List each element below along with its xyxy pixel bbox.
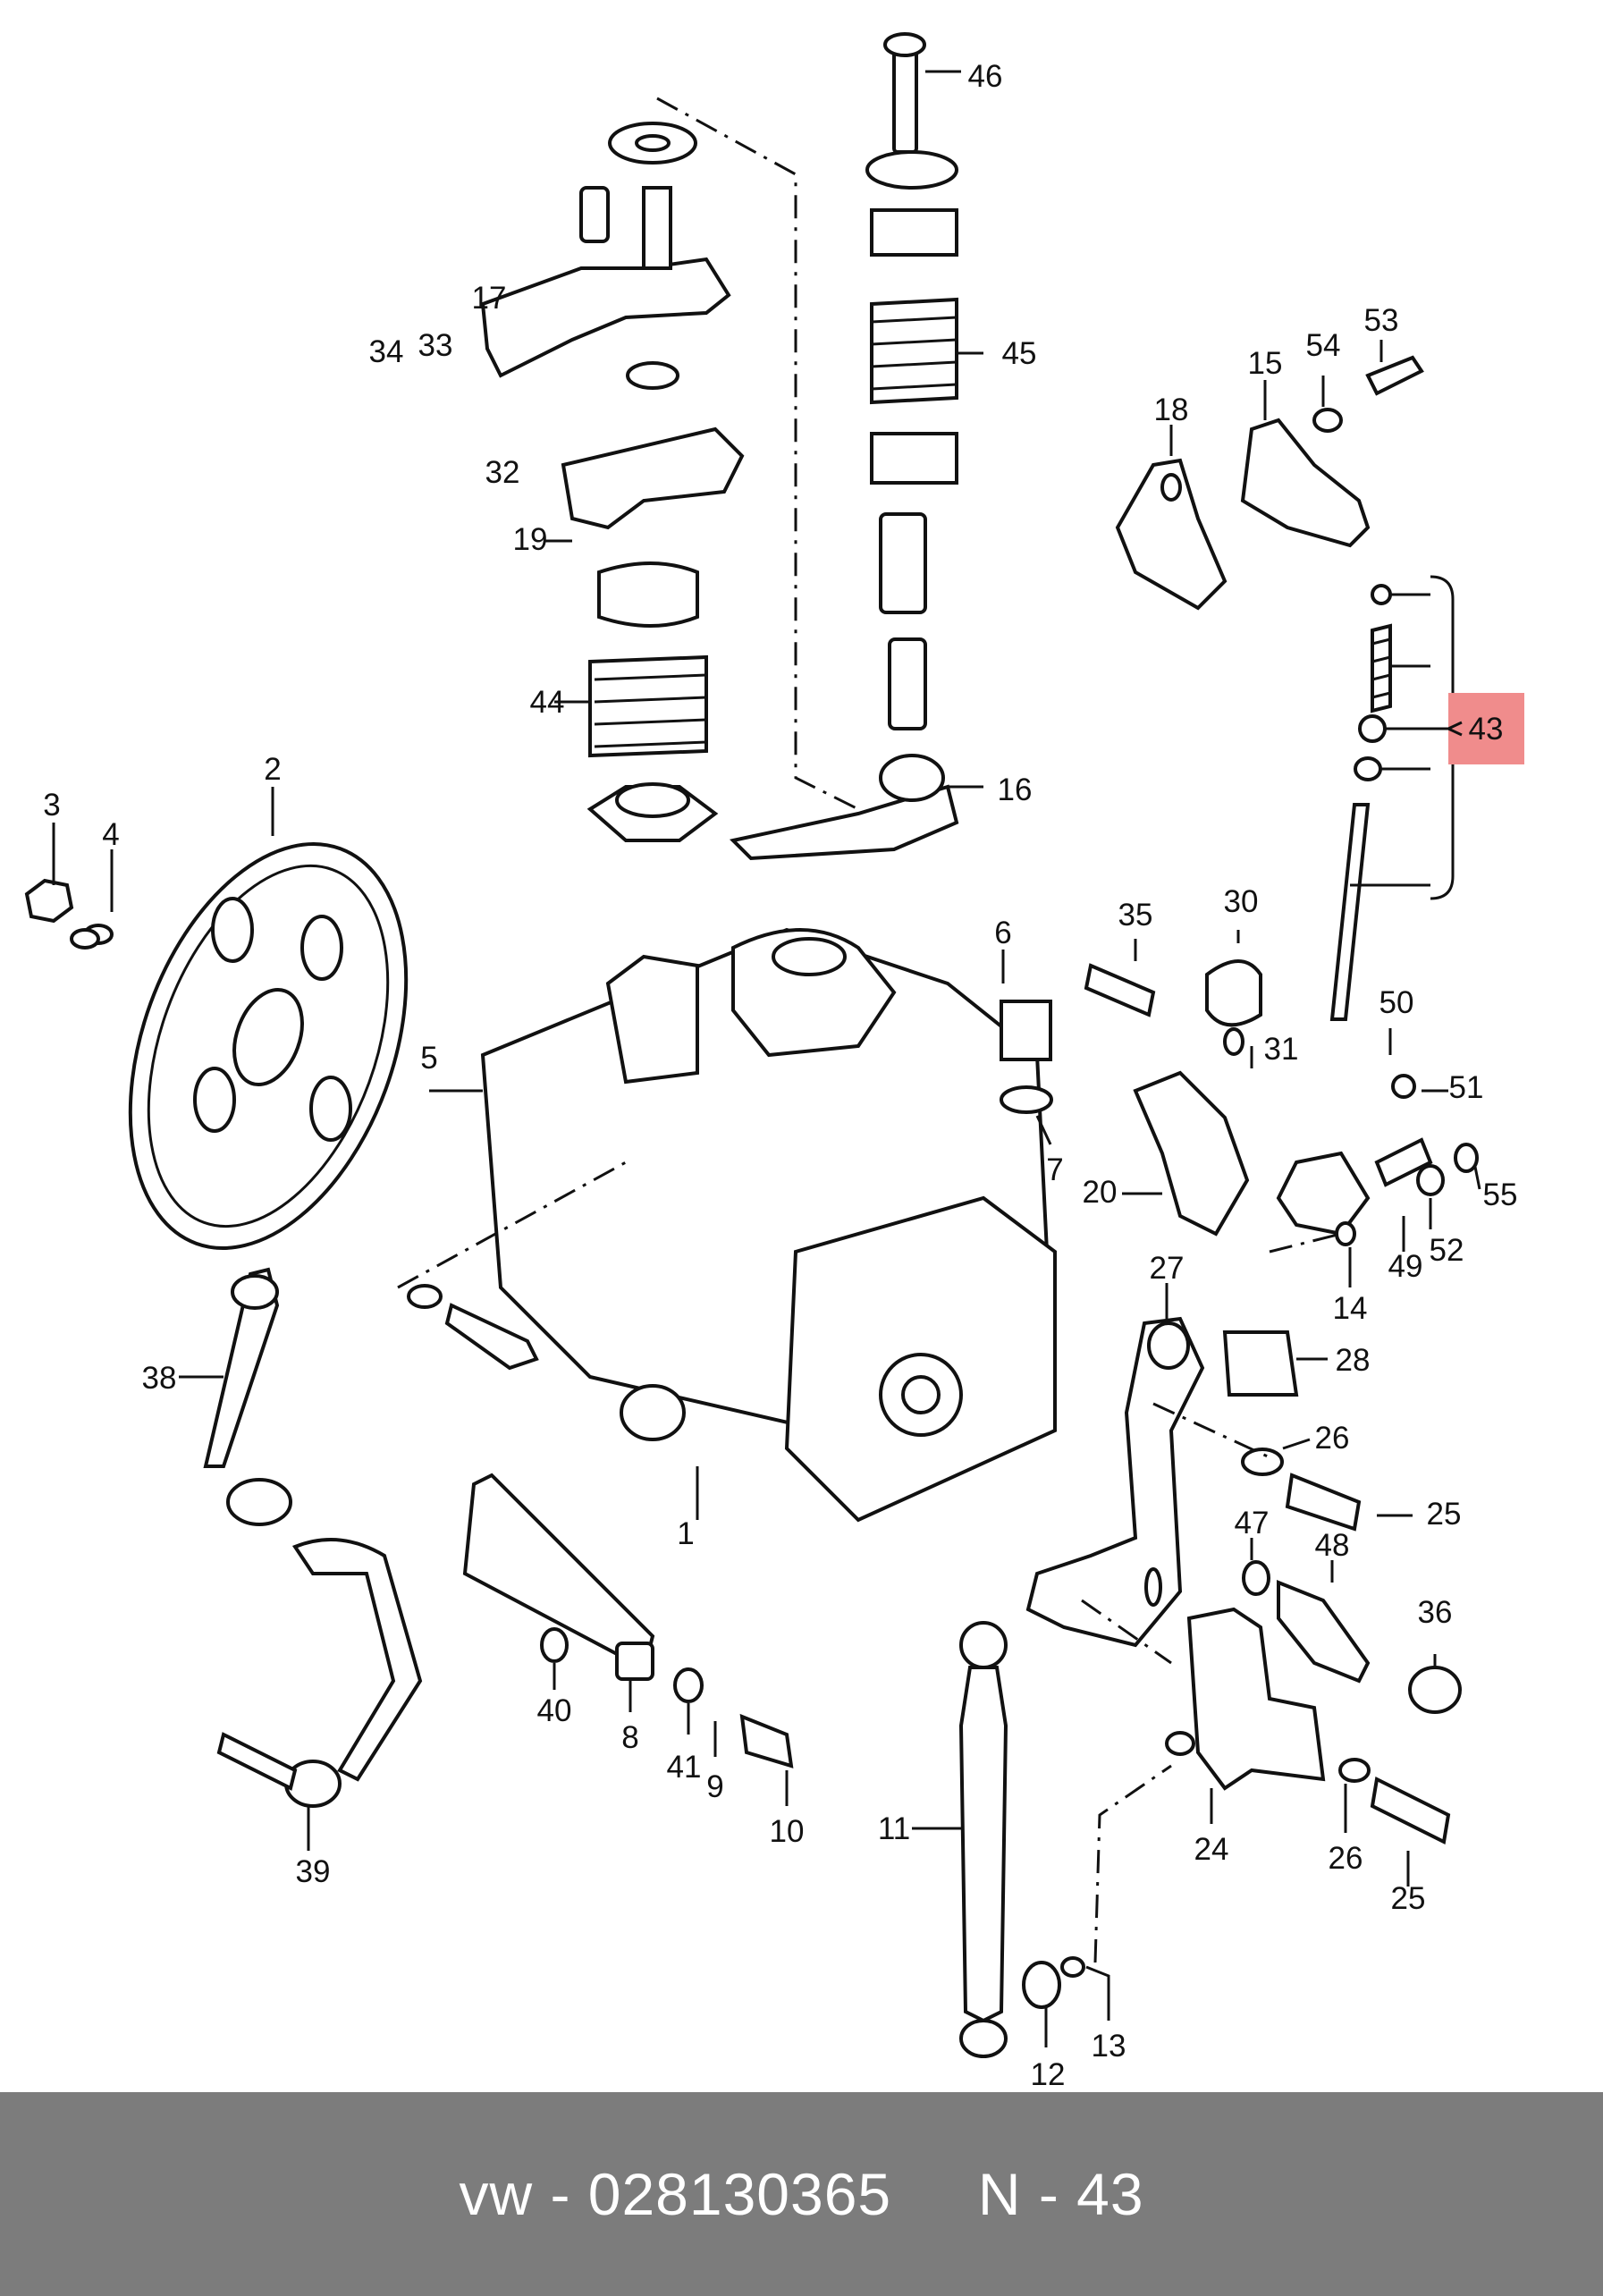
callout-3: 3 <box>43 788 60 823</box>
callout-18: 18 <box>1154 393 1189 427</box>
brand-label: vw <box>459 2161 534 2227</box>
callout-12: 12 <box>1031 2057 1066 2092</box>
callout-6: 6 <box>994 916 1011 950</box>
callout-40: 40 <box>537 1693 572 1728</box>
bracket-8 <box>462 1473 794 1806</box>
part-43-group <box>1329 575 1524 1021</box>
lower-right-small-parts <box>1084 930 1481 1287</box>
callout-4: 4 <box>102 817 119 852</box>
solenoid-valve <box>1000 950 1053 1145</box>
callout-51: 51 <box>1449 1070 1484 1105</box>
callout-49: 49 <box>1388 1249 1423 1284</box>
callout-25a: 25 <box>1427 1497 1462 1532</box>
callout-30: 30 <box>1224 884 1259 919</box>
callout-50: 50 <box>1379 985 1414 1020</box>
callout-10: 10 <box>770 1814 805 1849</box>
callout-39: 39 <box>296 1854 331 1889</box>
callout-36: 36 <box>1418 1595 1453 1630</box>
callout-20: 20 <box>1083 1175 1118 1210</box>
position-label: N - 43 <box>977 2161 1144 2227</box>
callout-7: 7 <box>1046 1152 1063 1187</box>
callout-14: 14 <box>1333 1291 1368 1326</box>
bracket-39 <box>216 1538 423 1851</box>
callout-24: 24 <box>1194 1832 1229 1867</box>
callout-15: 15 <box>1248 346 1283 381</box>
callout-31: 31 <box>1264 1032 1299 1067</box>
highlight-box <box>1448 693 1524 764</box>
part-number-footer: vw - 028130365 N - 43 <box>0 2092 1603 2296</box>
callout-47: 47 <box>1235 1506 1270 1541</box>
callout-38: 38 <box>142 1361 177 1396</box>
callout-33: 33 <box>418 328 453 363</box>
callout-26a: 26 <box>1315 1421 1350 1456</box>
callout-55: 55 <box>1483 1178 1518 1212</box>
right-spring-stack <box>729 32 983 861</box>
callout-1: 1 <box>677 1516 694 1551</box>
callout-41: 41 <box>667 1750 702 1785</box>
callout-8: 8 <box>621 1720 638 1755</box>
exploded-parts-diagram: 1 2 3 4 5 6 7 8 9 10 11 12 13 14 15 16 1… <box>24 32 1524 2092</box>
callout-11: 11 <box>878 1811 910 1846</box>
footer-gap <box>891 2160 978 2228</box>
callout-35: 35 <box>1118 898 1153 933</box>
callout-44: 44 <box>530 685 565 720</box>
callout-2: 2 <box>264 752 281 787</box>
callout-53: 53 <box>1364 303 1399 338</box>
callout-9: 9 <box>706 1769 723 1804</box>
injection-pump-body <box>397 927 1058 1523</box>
callout-17: 17 <box>472 281 507 316</box>
callout-25b: 25 <box>1391 1881 1426 1916</box>
sprocket-gear <box>24 787 409 1250</box>
callout-28: 28 <box>1336 1343 1371 1378</box>
callout-26b: 26 <box>1329 1841 1363 1876</box>
callout-5: 5 <box>420 1041 437 1076</box>
callout-54: 54 <box>1306 328 1341 363</box>
callout-32: 32 <box>485 455 520 490</box>
callout-52: 52 <box>1430 1233 1464 1268</box>
separator: - <box>533 2161 588 2227</box>
callout-16: 16 <box>998 772 1033 807</box>
bracket-38 <box>179 1267 292 1526</box>
callout-45: 45 <box>1002 336 1037 371</box>
part-number: 028130365 <box>587 2161 892 2227</box>
callout-43: 43 <box>1469 712 1504 747</box>
glow-plug <box>912 1621 1172 2058</box>
callout-labels: 1 2 3 4 5 6 7 8 9 10 11 12 13 14 15 16 1… <box>43 59 1517 2092</box>
lever-assembly-right <box>1115 340 1424 611</box>
callout-27: 27 <box>1150 1251 1185 1286</box>
callout-19: 19 <box>513 522 548 557</box>
top-lever-assembly <box>480 97 859 842</box>
callout-48: 48 <box>1315 1528 1350 1563</box>
callout-13: 13 <box>1092 2029 1126 2064</box>
callout-34: 34 <box>369 334 404 369</box>
callout-46: 46 <box>968 59 1003 94</box>
bracket-24 <box>1165 1538 1462 1887</box>
bracket-27 <box>1025 1283 1413 1665</box>
